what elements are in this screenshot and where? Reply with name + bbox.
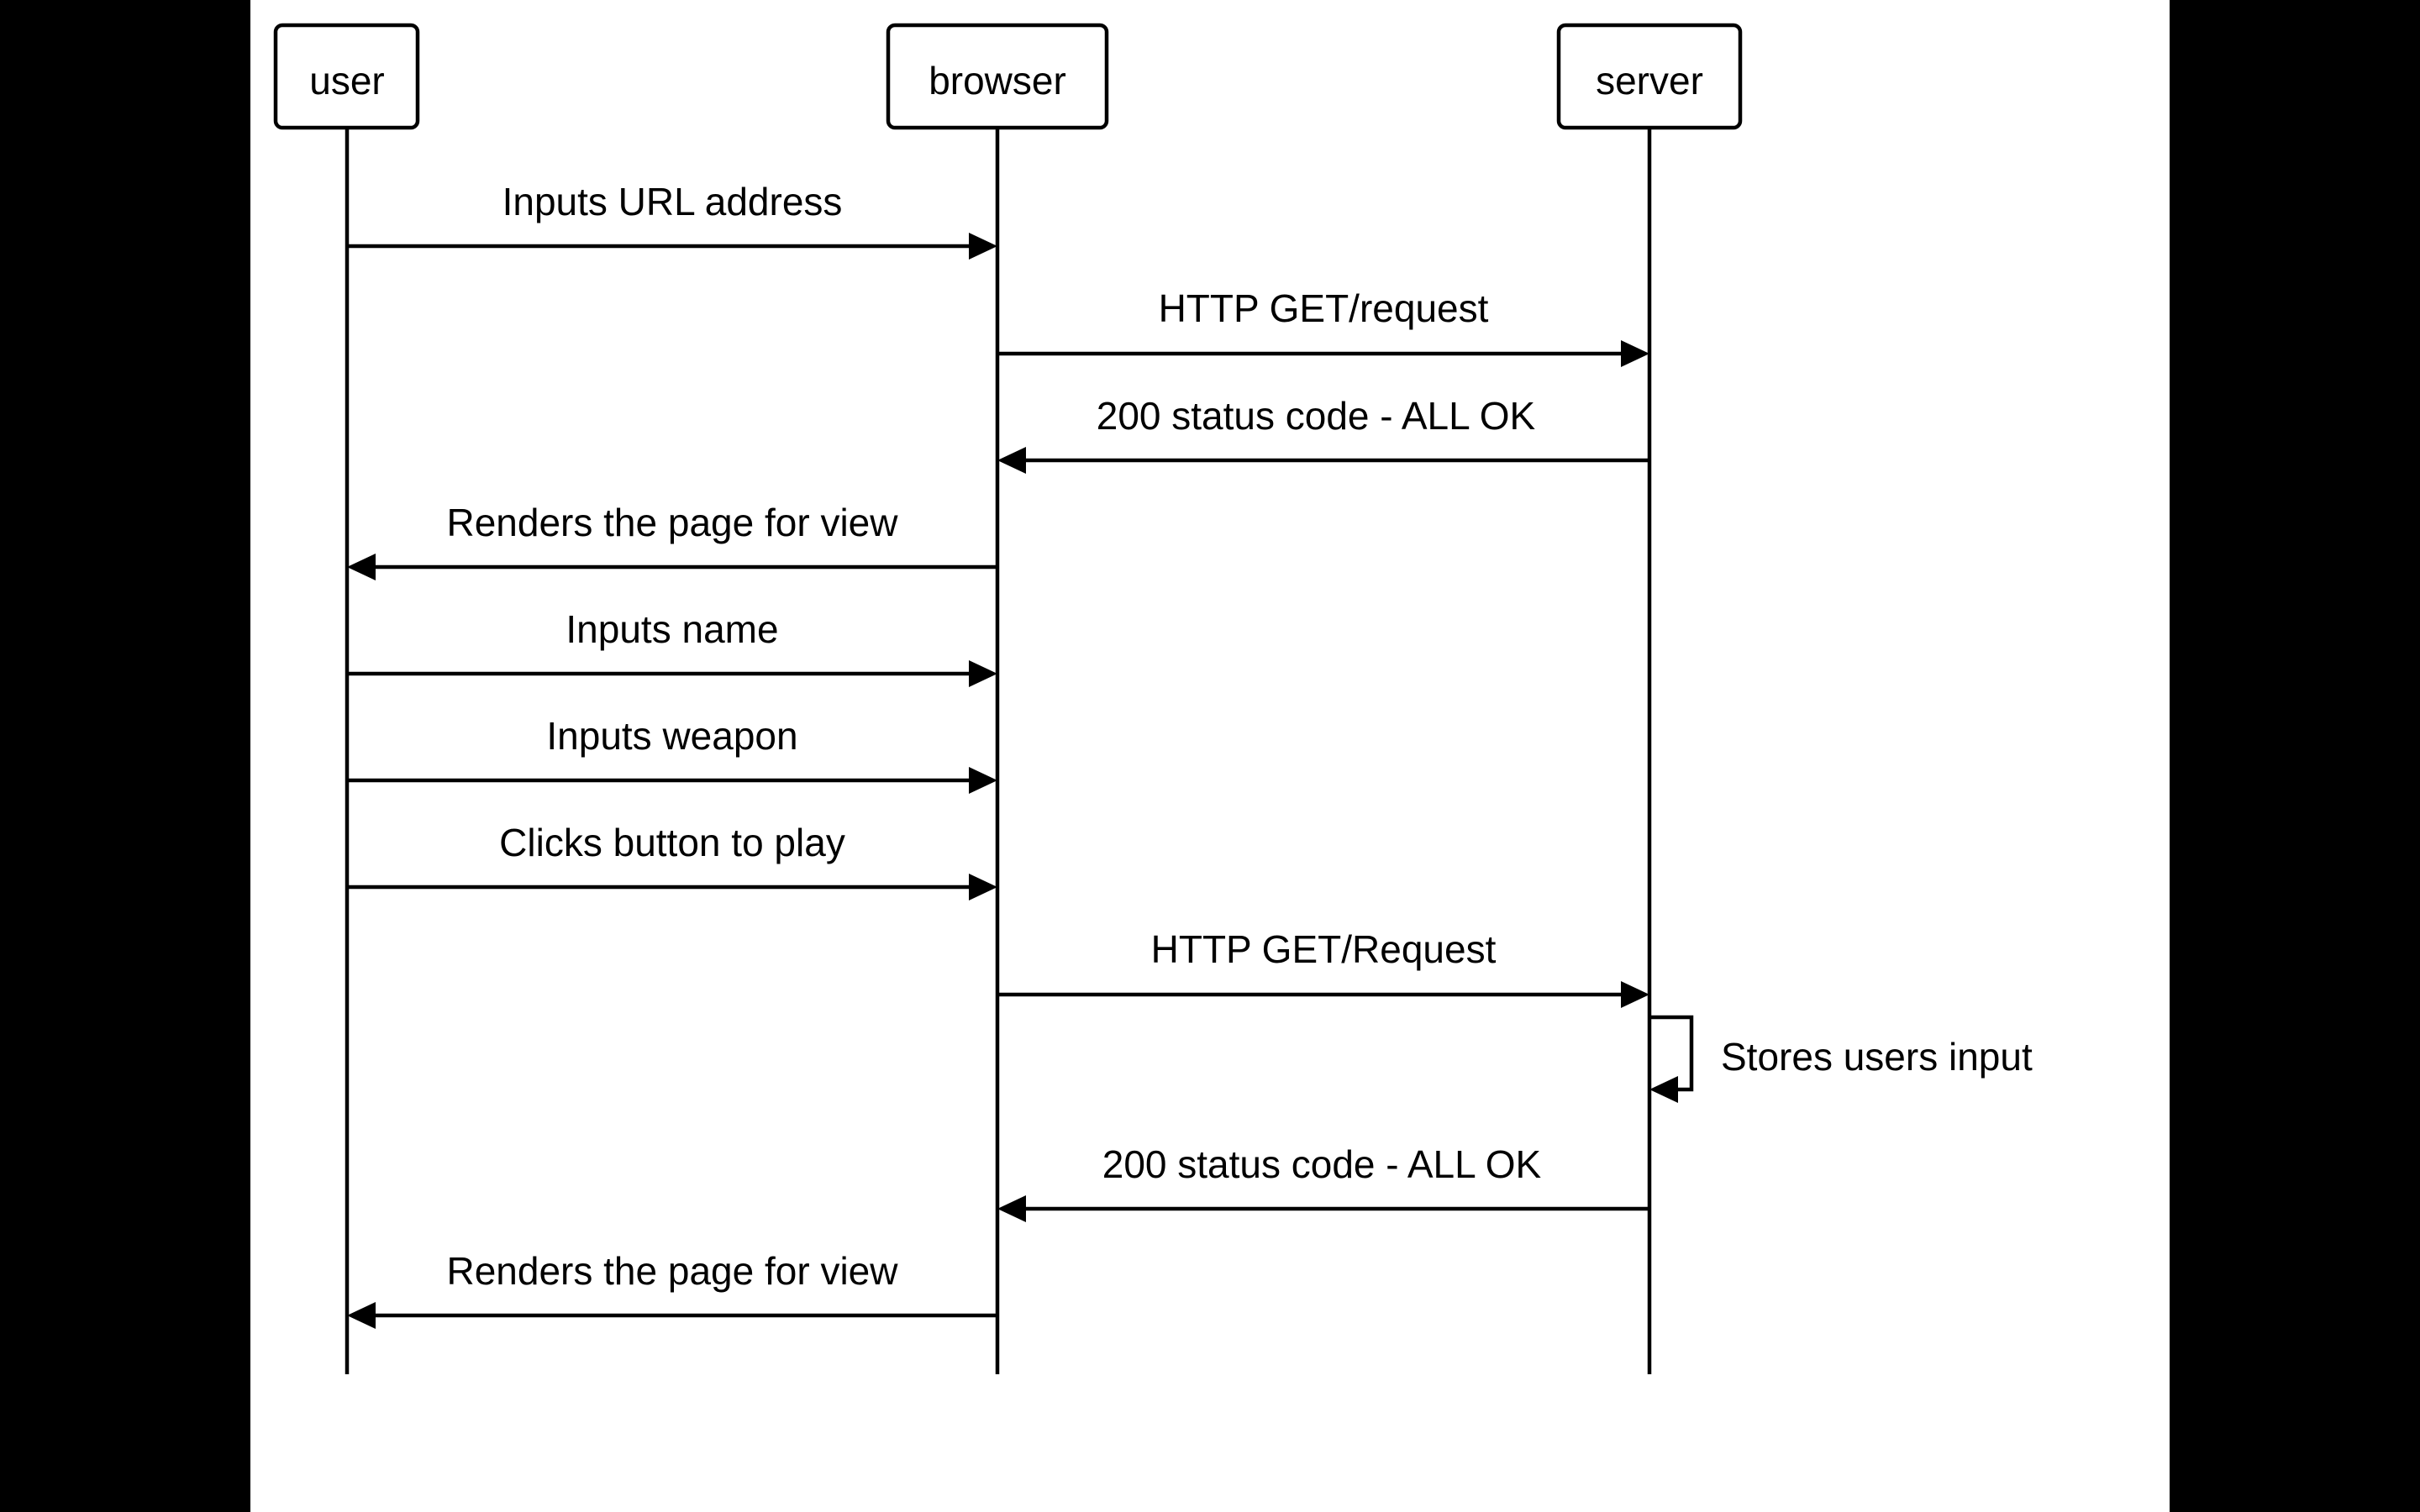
- actor-server: server: [1556, 23, 1743, 130]
- message-http-get-request-2: HTTP GET/Request: [997, 927, 1649, 1008]
- arrowhead-right: [969, 874, 997, 900]
- arrowhead-right: [969, 233, 997, 260]
- actor-user: user: [273, 23, 420, 130]
- message-inputs-weapon: Inputs weapon: [347, 714, 997, 794]
- message-label: Inputs URL address: [502, 180, 843, 223]
- actor-label-user: user: [309, 59, 384, 102]
- message-renders-page-2: Renders the page for view: [347, 1249, 997, 1329]
- message-label: Clicks button to play: [499, 821, 845, 864]
- message-stores-input: Stores users input: [1649, 1015, 2033, 1103]
- message-200-ok-2: 200 status code - ALL OK: [997, 1142, 1649, 1222]
- message-http-get-request: HTTP GET/request: [997, 286, 1649, 367]
- arrowhead-right: [1621, 340, 1649, 367]
- message-label: Inputs name: [566, 607, 778, 651]
- message-label: 200 status code - ALL OK: [1102, 1142, 1542, 1186]
- message-200-ok: 200 status code - ALL OK: [997, 394, 1649, 474]
- message-clicks-play: Clicks button to play: [347, 821, 997, 900]
- arrowhead-right: [969, 660, 997, 687]
- message-label: Renders the page for view: [447, 1249, 899, 1293]
- message-label: HTTP GET/Request: [1151, 927, 1497, 971]
- arrowhead-left: [1649, 1076, 1678, 1103]
- self-message-line: [1649, 1015, 1694, 1092]
- arrowhead-right: [969, 767, 997, 794]
- arrowhead-left: [997, 1195, 1026, 1222]
- message-inputs-url: Inputs URL address: [347, 180, 997, 260]
- arrowhead-left: [997, 447, 1026, 474]
- arrowhead-left: [347, 554, 376, 580]
- message-label: Renders the page for view: [447, 501, 899, 544]
- message-label: HTTP GET/request: [1159, 286, 1489, 330]
- actor-label-server: server: [1596, 59, 1703, 102]
- actor-label-browser: browser: [929, 59, 1066, 102]
- message-inputs-name: Inputs name: [347, 607, 997, 687]
- diagram-canvas: [250, 0, 2170, 1512]
- arrowhead-left: [347, 1302, 376, 1329]
- actor-browser: browser: [886, 23, 1109, 130]
- arrowhead-right: [1621, 981, 1649, 1008]
- message-label: 200 status code - ALL OK: [1097, 394, 1536, 438]
- message-renders-page: Renders the page for view: [347, 501, 997, 580]
- message-label: Inputs weapon: [546, 714, 797, 758]
- message-label: Stores users input: [1721, 1035, 2033, 1079]
